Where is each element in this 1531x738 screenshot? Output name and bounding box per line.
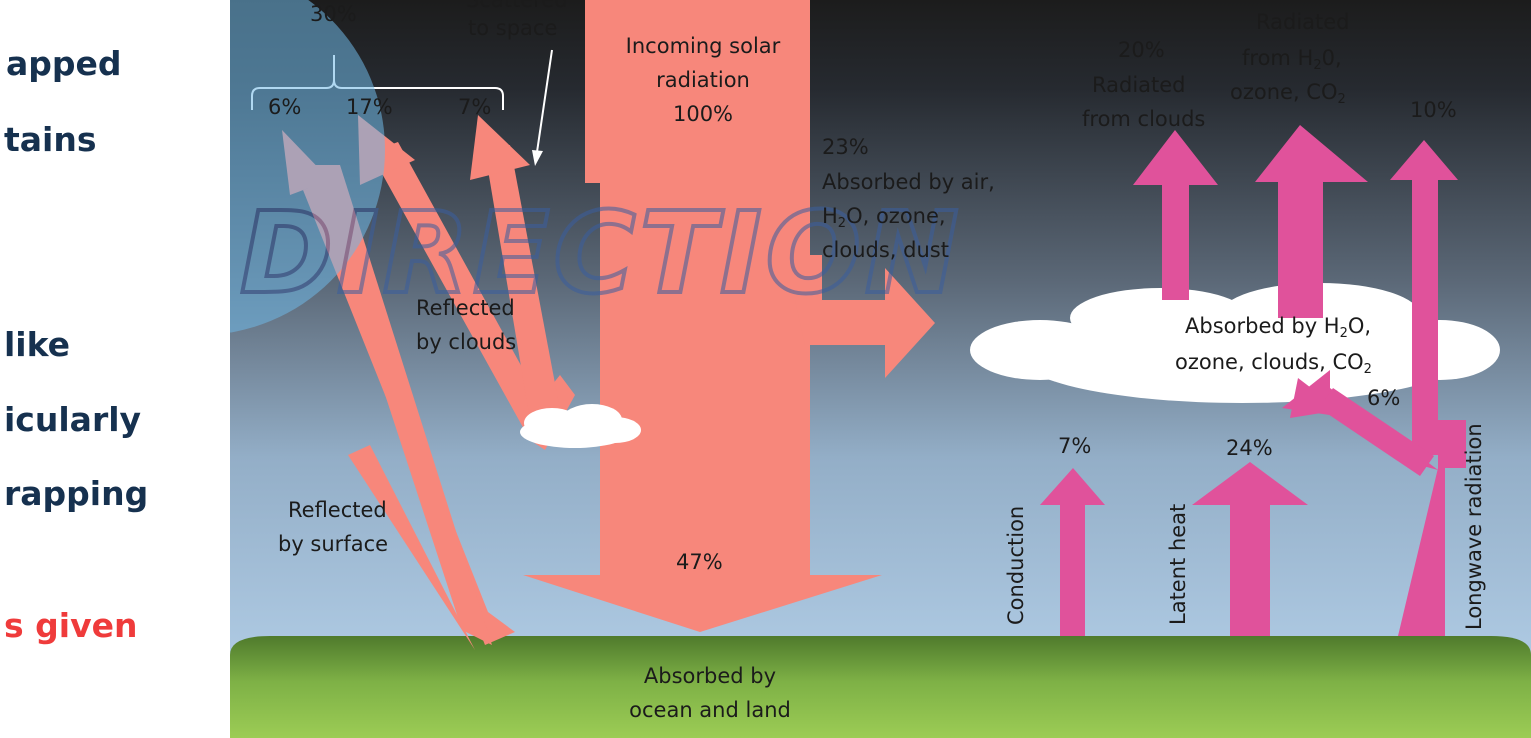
ground-surface bbox=[230, 636, 1531, 738]
ground-label-1: Absorbed by bbox=[643, 664, 777, 688]
left-text-line-2: tains bbox=[4, 120, 97, 159]
conduction-label: Conduction bbox=[1004, 505, 1028, 625]
clouds-pct: 20% bbox=[1118, 38, 1165, 62]
longwave-top-arrow bbox=[1390, 140, 1458, 455]
scattered-7-arrowhead bbox=[470, 115, 530, 180]
scattered-total-pct: 30% bbox=[310, 2, 357, 26]
diagram-graphics: DIRECTION bbox=[230, 0, 1531, 738]
radiated-h2o-arrow bbox=[1255, 125, 1368, 318]
scattered-beam-7 bbox=[485, 145, 560, 420]
clouds-label-2: from clouds bbox=[1082, 107, 1206, 131]
left-text-panel: apped tains like icularly rapping s give… bbox=[0, 0, 230, 738]
split-6-pct: 6% bbox=[268, 95, 302, 119]
absorbed-air-arrow bbox=[795, 255, 935, 378]
reflected-clouds-label-2: by clouds bbox=[416, 330, 517, 354]
absorbed-surface-pct: 47% bbox=[676, 550, 723, 574]
left-text-line-4: icularly bbox=[4, 400, 142, 439]
reflected-surface-beam-up bbox=[310, 165, 492, 645]
incoming-label-1: Incoming solar bbox=[625, 34, 781, 58]
left-text-line-3: like bbox=[4, 325, 71, 364]
left-text-line-6: s given bbox=[4, 606, 138, 645]
longwave-branch-shaft bbox=[1319, 388, 1434, 476]
reflected-surface-label-2: by surface bbox=[278, 532, 389, 556]
watermark: DIRECTION bbox=[230, 0, 963, 333]
split-7-pct: 7% bbox=[458, 95, 492, 119]
longwave-branch-head bbox=[1290, 378, 1340, 418]
scattered-label-1: Scattered bbox=[466, 0, 568, 12]
absorbed-h2o-label-2: ozone, clouds, CO2 bbox=[1175, 350, 1372, 377]
longwave-top-pct: 10% bbox=[1410, 98, 1457, 122]
scattered-label-2: to space bbox=[468, 16, 558, 40]
conduction-arrow bbox=[1040, 468, 1105, 636]
latent-heat-arrow bbox=[1192, 462, 1308, 636]
reflected-surface-beam-mid bbox=[348, 445, 475, 650]
small-cloud bbox=[520, 404, 641, 448]
h2o-label-1: Radiated bbox=[1256, 10, 1350, 34]
latent-pct: 24% bbox=[1226, 436, 1273, 460]
absorbed-air-label-1: Absorbed by air, bbox=[822, 170, 995, 194]
h2o-label-2: from H20, bbox=[1242, 46, 1342, 73]
watermark-globe bbox=[230, 0, 385, 333]
reflected-surface-label-1: Reflected bbox=[288, 498, 387, 522]
watermark-text: DIRECTION bbox=[240, 189, 963, 319]
longwave-trunk bbox=[1398, 420, 1466, 636]
incoming-label-2: radiation bbox=[656, 68, 750, 92]
radiated-clouds-arrow bbox=[1133, 130, 1218, 300]
left-text-line-5: rapping bbox=[4, 474, 149, 513]
absorbed-air-label-3: clouds, dust bbox=[822, 238, 949, 262]
energy-budget-diagram: DIRECTION 30% Scattered to space 6% 17% … bbox=[230, 0, 1531, 738]
reflected-clouds-label-1: Reflected bbox=[416, 296, 515, 320]
scattered-pointer-head bbox=[532, 150, 543, 166]
h2o-label-3: ozone, CO2 bbox=[1230, 80, 1346, 107]
left-text-line-1: apped bbox=[6, 44, 122, 83]
clouds-label-1: Radiated bbox=[1092, 73, 1186, 97]
split-17-pct: 17% bbox=[346, 95, 393, 119]
incoming-label-3: 100% bbox=[672, 102, 734, 126]
longwave-label: Longwave radiation bbox=[1462, 423, 1486, 630]
conduction-pct: 7% bbox=[1058, 434, 1092, 458]
absorbed-air-pct: 23% bbox=[822, 135, 869, 159]
absorbed-h2o-pct: 6% bbox=[1367, 386, 1401, 410]
incoming-solar-arrow bbox=[523, 0, 882, 632]
absorbed-h2o-label-1: Absorbed by H2O, bbox=[1185, 314, 1372, 341]
ground-label-2: ocean and land bbox=[629, 698, 791, 722]
absorbed-air-label-2: H2O, ozone, bbox=[822, 204, 946, 231]
scattered-pointer-line bbox=[536, 49, 553, 153]
latent-heat-label: Latent heat bbox=[1166, 503, 1190, 625]
